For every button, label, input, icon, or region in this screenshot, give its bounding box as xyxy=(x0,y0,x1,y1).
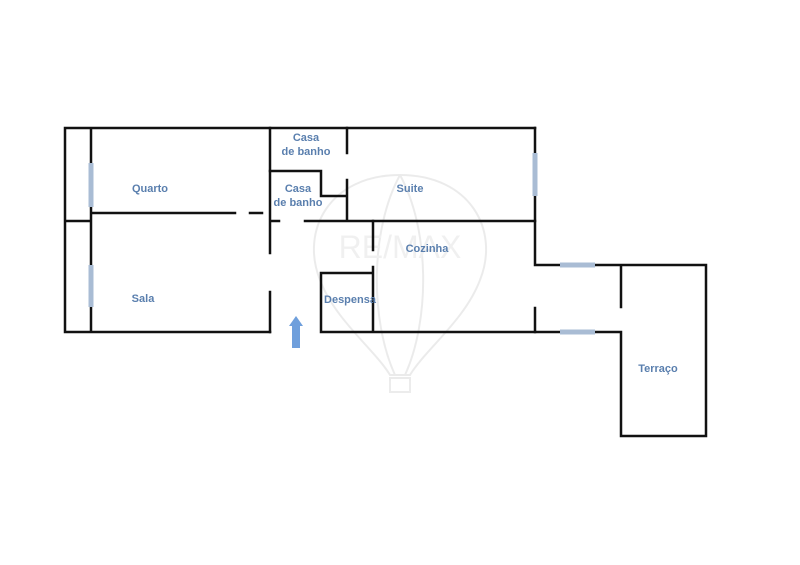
walls xyxy=(63,126,708,438)
label-line: de banho xyxy=(281,146,331,158)
room-label-terraco: Terraço xyxy=(638,363,678,375)
svg-text:RE/MAX: RE/MAX xyxy=(339,229,462,265)
label-line: Casa xyxy=(284,183,312,195)
windows xyxy=(88,153,595,335)
room-label-suite: Suite xyxy=(396,183,424,195)
entrance-arrow-icon xyxy=(289,316,303,348)
room-label-quarto: Quarto xyxy=(131,183,169,195)
room-label-casa-de-banho-2: Casa de banho xyxy=(274,182,323,210)
label-line: de banho xyxy=(273,197,323,209)
room-label-despensa: Despensa xyxy=(324,294,376,306)
room-label-casa-de-banho-1: Casa de banho xyxy=(282,131,331,159)
watermark: RE/MAX xyxy=(312,173,488,393)
label-line: Casa xyxy=(292,132,320,144)
room-label-sala: Sala xyxy=(131,293,155,305)
room-label-cozinha: Cozinha xyxy=(405,243,449,255)
